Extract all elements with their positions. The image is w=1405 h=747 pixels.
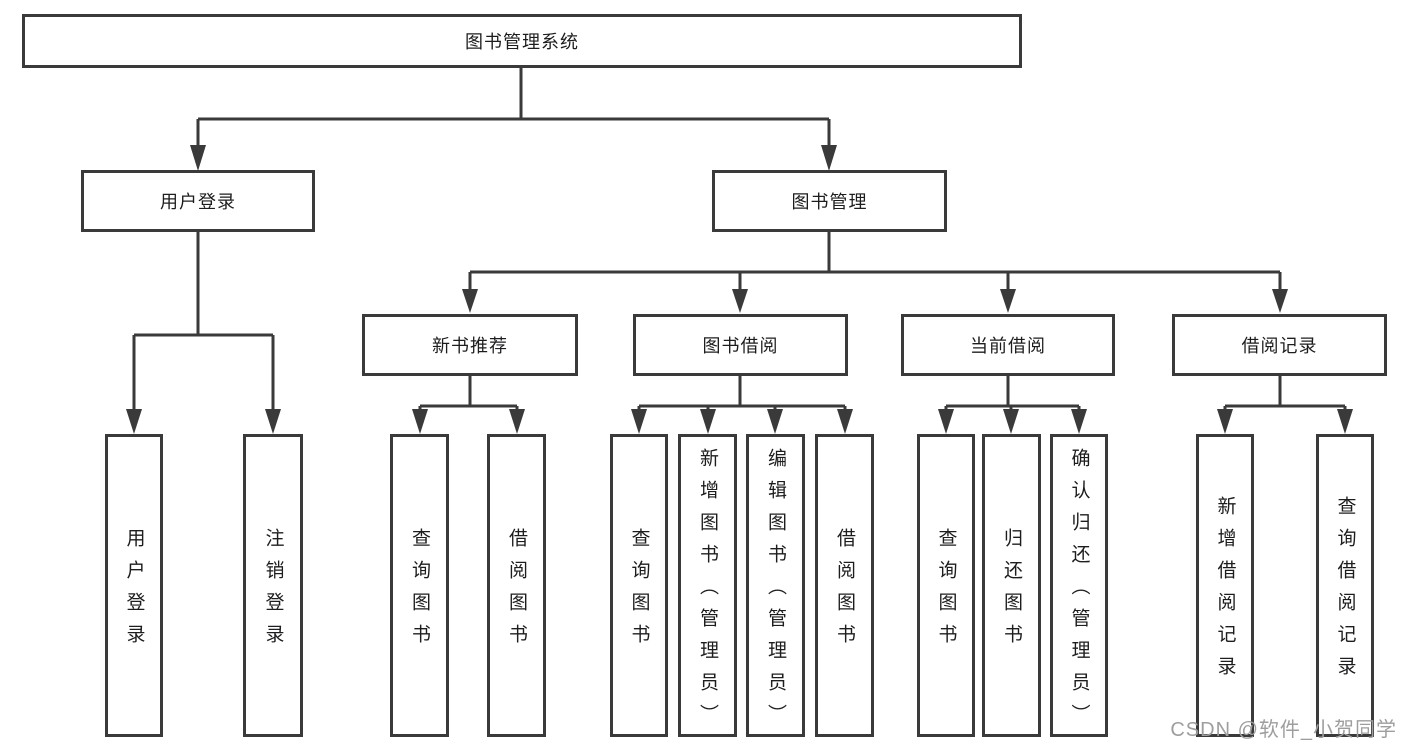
arrowhead: [1000, 289, 1016, 313]
leaf-query-book-2: 查询图书: [610, 434, 668, 737]
leaf-label: 用户登录: [123, 528, 145, 656]
leaf-label: 借阅图书: [506, 528, 527, 656]
leaf-label: 新增图书（管理员）: [697, 448, 718, 736]
connector-new-book-recommend-to-leaves: [412, 376, 525, 434]
arrowhead: [1272, 289, 1288, 313]
node-current-borrow: 当前借阅: [901, 314, 1115, 376]
arrowhead: [767, 409, 783, 434]
leaf-label: 注销登录: [262, 528, 284, 656]
arrowhead: [1337, 409, 1353, 434]
arrowhead: [126, 409, 142, 434]
connector-root-to-level2: [190, 67, 837, 171]
leaf-user-login: 用户登录: [105, 434, 163, 737]
arrowhead: [265, 409, 281, 434]
leaf-add-book-admin: 新增图书（管理员）: [678, 434, 737, 737]
connector-current-borrow-to-leaves: [938, 376, 1087, 434]
arrowhead: [837, 409, 853, 434]
arrowhead: [462, 289, 478, 313]
node-book-borrow: 图书借阅: [633, 314, 848, 376]
leaf-borrow-book-1: 借阅图书: [487, 434, 546, 737]
leaf-label: 编辑图书（管理员）: [765, 448, 786, 736]
node-borrow-records: 借阅记录: [1172, 314, 1387, 376]
arrowhead: [631, 409, 647, 434]
leaf-label: 新增借阅记录: [1214, 496, 1236, 688]
leaf-query-book-1: 查询图书: [390, 434, 449, 737]
connector-borrow-records-to-leaves: [1217, 376, 1353, 434]
node-user-login: 用户登录: [81, 170, 315, 232]
arrowhead: [700, 409, 716, 434]
node-book-management: 图书管理: [712, 170, 947, 232]
node-library-system: 图书管理系统: [22, 14, 1022, 68]
arrowhead: [412, 409, 428, 434]
connector-user-login-to-leaves: [126, 232, 281, 434]
leaf-query-borrow-record: 查询借阅记录: [1316, 434, 1374, 737]
node-new-book-recommend: 新书推荐: [362, 314, 578, 376]
connector-book-management-to-level3: [462, 232, 1288, 313]
leaf-label: 查询借阅记录: [1334, 496, 1356, 688]
leaf-label: 确认归还（管理员）: [1068, 448, 1090, 736]
csdn-watermark: CSDN @软件_小贺同学: [1170, 719, 1397, 741]
leaf-label: 查询图书: [409, 528, 430, 656]
leaf-label: 查询图书: [935, 528, 957, 656]
arrowhead: [1071, 409, 1087, 434]
arrowhead: [1003, 409, 1019, 434]
leaf-logout: 注销登录: [243, 434, 303, 737]
leaf-label: 查询图书: [628, 528, 650, 656]
leaf-label: 归还图书: [1001, 528, 1022, 656]
leaf-query-book-3: 查询图书: [917, 434, 975, 737]
leaf-edit-book-admin: 编辑图书（管理员）: [746, 434, 805, 737]
leaf-label: 借阅图书: [834, 528, 855, 656]
leaf-return-book: 归还图书: [982, 434, 1041, 737]
leaf-add-borrow-record: 新增借阅记录: [1196, 434, 1254, 737]
arrowhead: [509, 409, 525, 434]
arrowhead: [732, 289, 748, 313]
arrowhead: [821, 145, 837, 171]
arrowhead: [1217, 409, 1233, 434]
connector-book-borrow-to-leaves: [631, 376, 853, 434]
leaf-borrow-book-2: 借阅图书: [815, 434, 874, 737]
leaf-confirm-return-admin: 确认归还（管理员）: [1050, 434, 1108, 737]
arrowhead: [190, 145, 206, 171]
arrowhead: [938, 409, 954, 434]
